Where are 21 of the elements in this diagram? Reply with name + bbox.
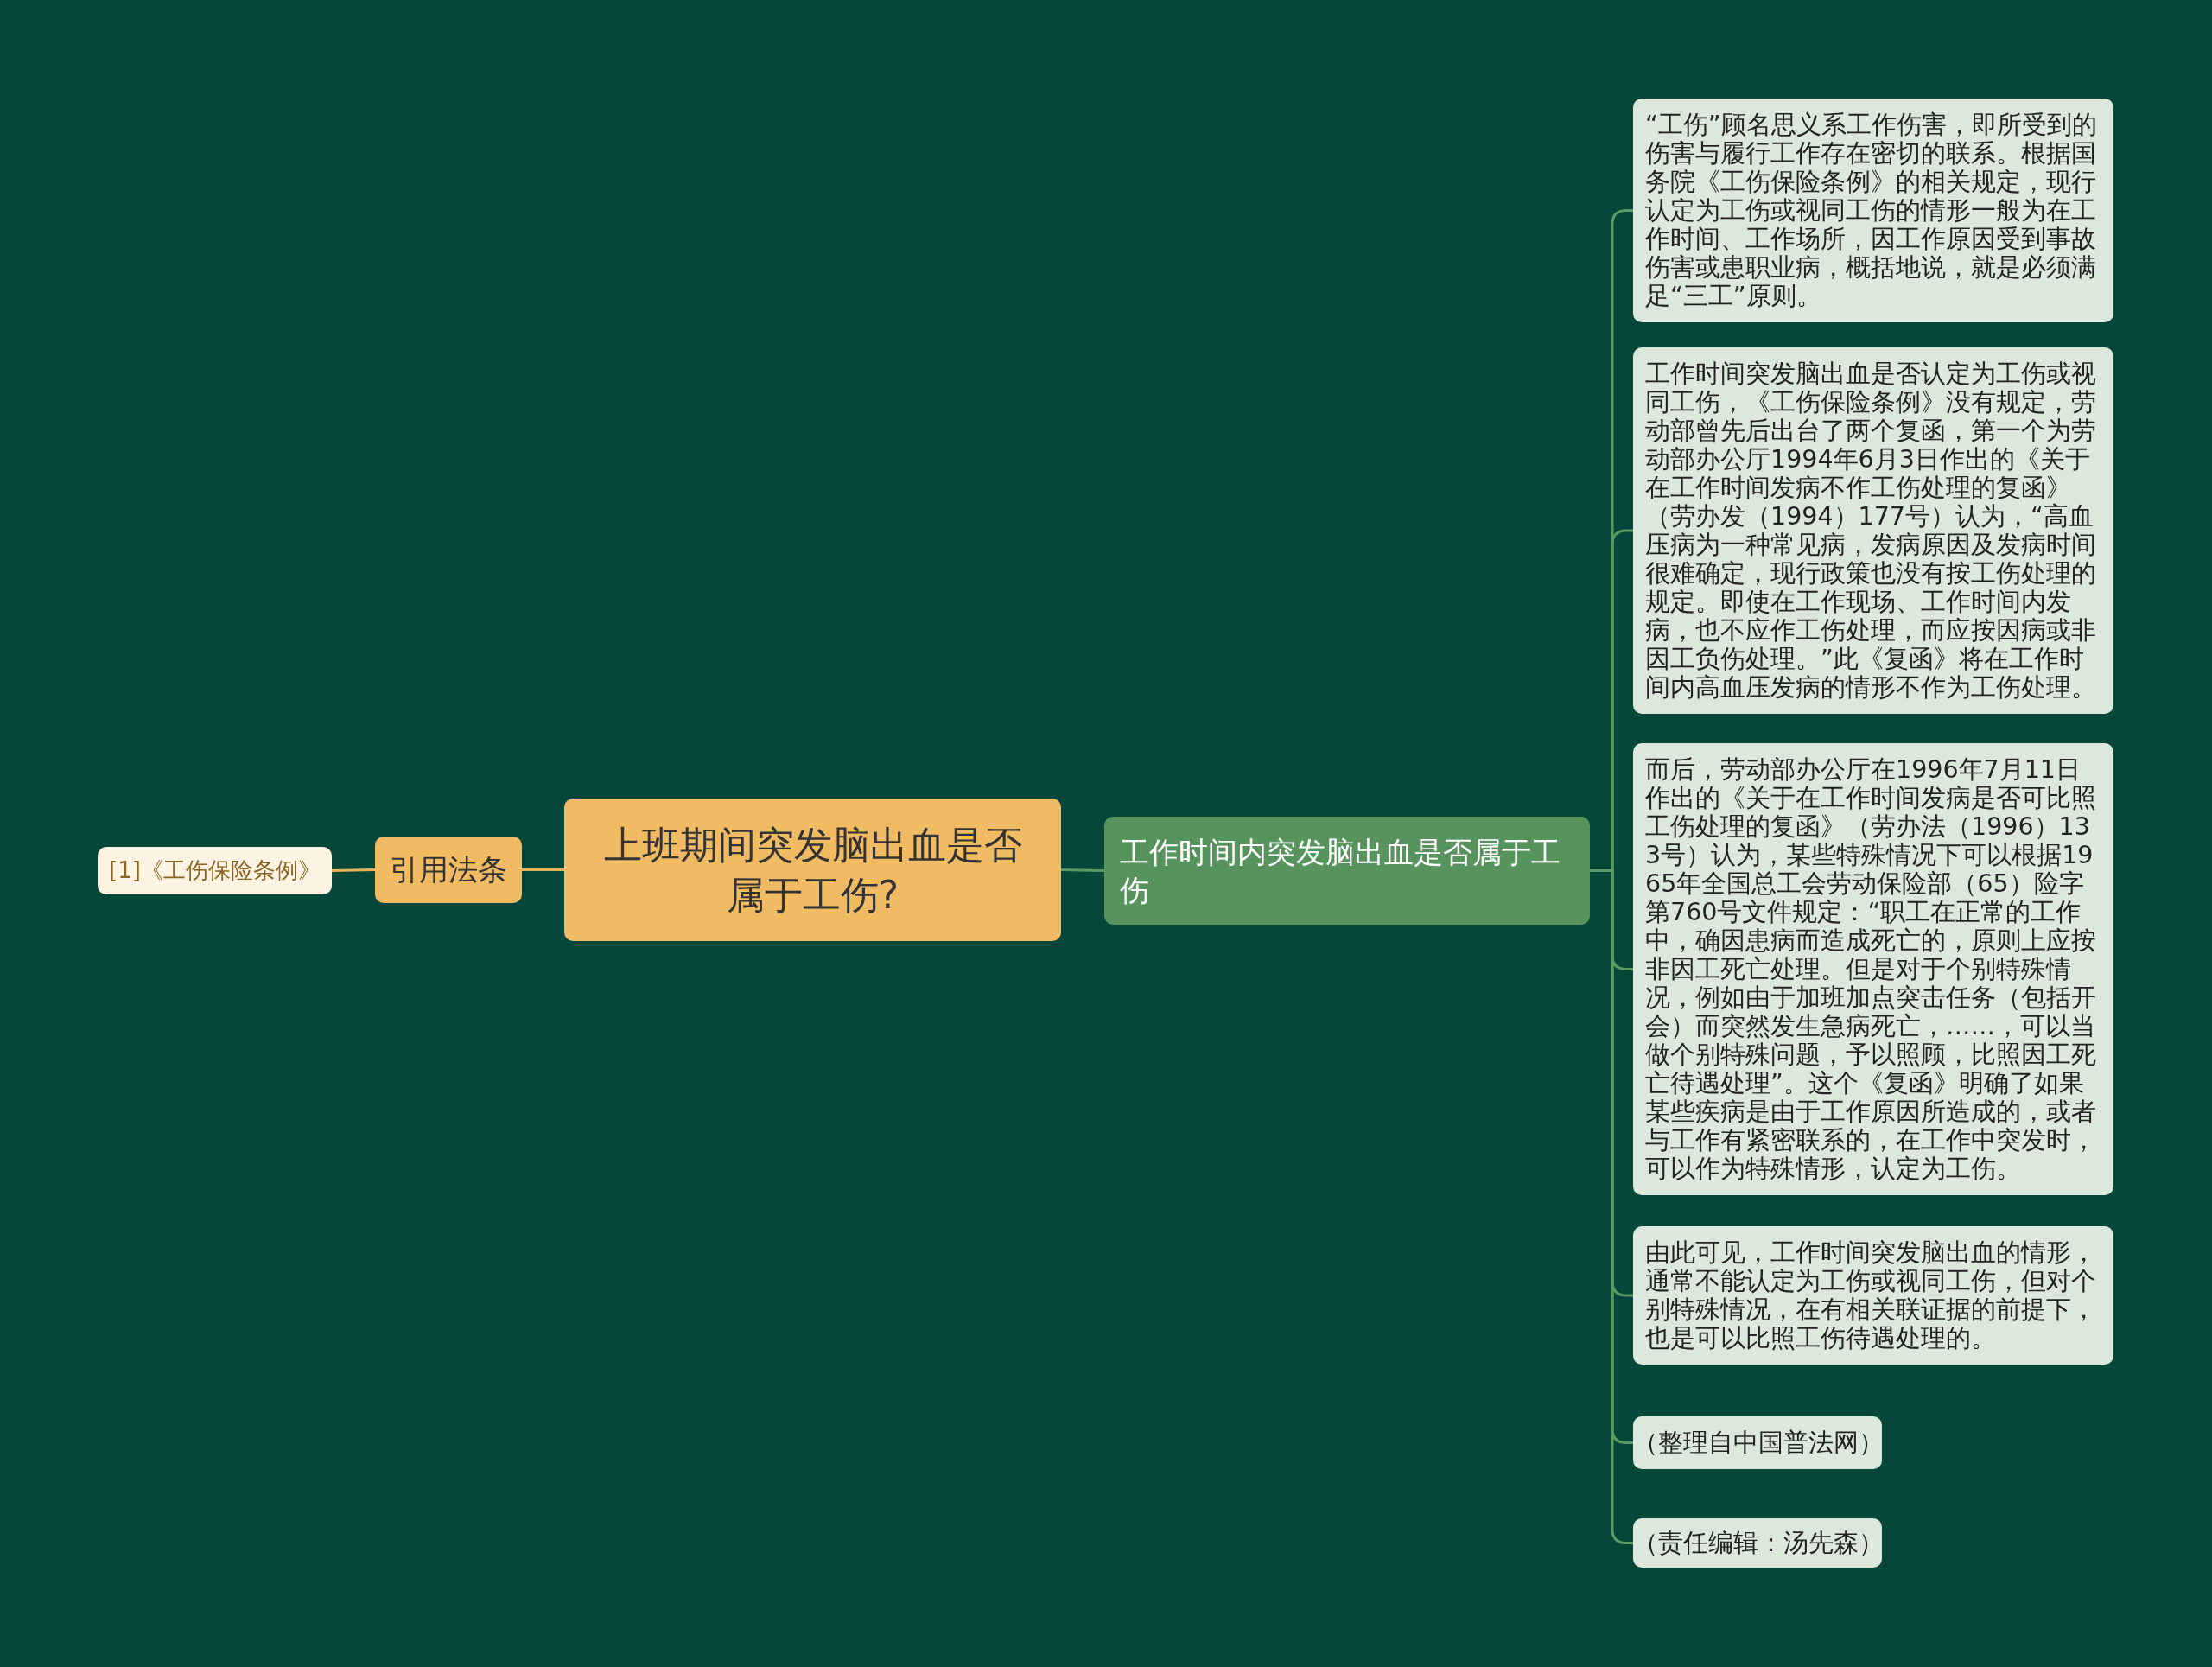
text-card <box>1633 1226 2113 1365</box>
citation-box <box>98 847 332 894</box>
editor-note <box>1633 1518 1882 1568</box>
connector-line <box>1060 868 1105 872</box>
node-text: [1]《工伤保险条例》 <box>109 856 321 885</box>
node-text: （责任编辑：汤先森） <box>1633 1529 1884 1557</box>
branch-box <box>1104 817 1590 925</box>
connector-line <box>522 868 564 871</box>
node-text: “工伤”顾名思义系工作伤害，即所受到的伤害与履行工作存在密切的联系。根据国务院《工伤保险条例》的相关规定，现行认定为工伤或视同工伤的情形一般为在工作时间、工作场所，因工作原因受到事故伤害或患职业病，概括地说，就是必须满足“三工”原则。 <box>1645 111 2098 310</box>
branch-box <box>375 837 522 903</box>
source-note <box>1633 1416 1882 1469</box>
node-text: 由此可见，工作时间突发脑出血的情形，通常不能认定为工伤或视同工伤，但对个别特殊情况，在有相关联证据的前提下，也是可以比照工伤待遇处理的。 <box>1645 1238 2097 1352</box>
node-text: 引用法条 <box>390 850 507 888</box>
node-text: 工作时间内突发脑出血是否属于工伤 <box>1120 833 1561 909</box>
node-text: （整理自中国普法网） <box>1633 1428 1884 1457</box>
topic-box <box>564 799 1061 941</box>
node-text: 上班期间突发脑出血是否属于工伤? <box>602 821 1023 919</box>
node-text: 工作时间突发脑出血是否认定为工伤或视同工伤，《工伤保险条例》没有规定，劳动部曾先后出台了两个复函，第一个为劳动部办公厅1994年6月3日作出的《关于在工作时间发病不作工伤处理的复函》（劳办发（1994）177号）认为，“高血压病为一种常见病，发病原因及发病时间很难确定，现行政策也没有按工伤处理的规定。即使在工作现场、工作时间内发病，也不应作工伤处理，而应按因病或非因工负伤处理。”此《复函》将在工作时间内高血压发病的情形不作为工伤处理。 <box>1645 359 2097 702</box>
connector-line <box>331 868 376 872</box>
text-card <box>1633 99 2113 322</box>
node-text: 而后，劳动部办公厅在1996年7月11日作出的《关于在工作时间发病是否可比照工伤处理的复函》（劳办法（1996）133号）认为，某些特殊情况下可以根据1965年全国总工会劳动保险部（65）险字第760号文件规定：“职工在正常的工作中，确因患病而造成死亡的，原则上应按非因工死亡处理。但是对于个别特殊情况，例如由于加班加点突击任务（包括开会）而突然发生急病死亡，……，可以当做个别特殊问题，予以照顾，比照因工死亡待遇处理”。这个《复函》明确了如果某些疾病是由于工作原因所造成的，或者与工作有紧密联系的，在工作中突发时，可以作为特殊情形，认定为工伤。 <box>1645 755 2097 1183</box>
